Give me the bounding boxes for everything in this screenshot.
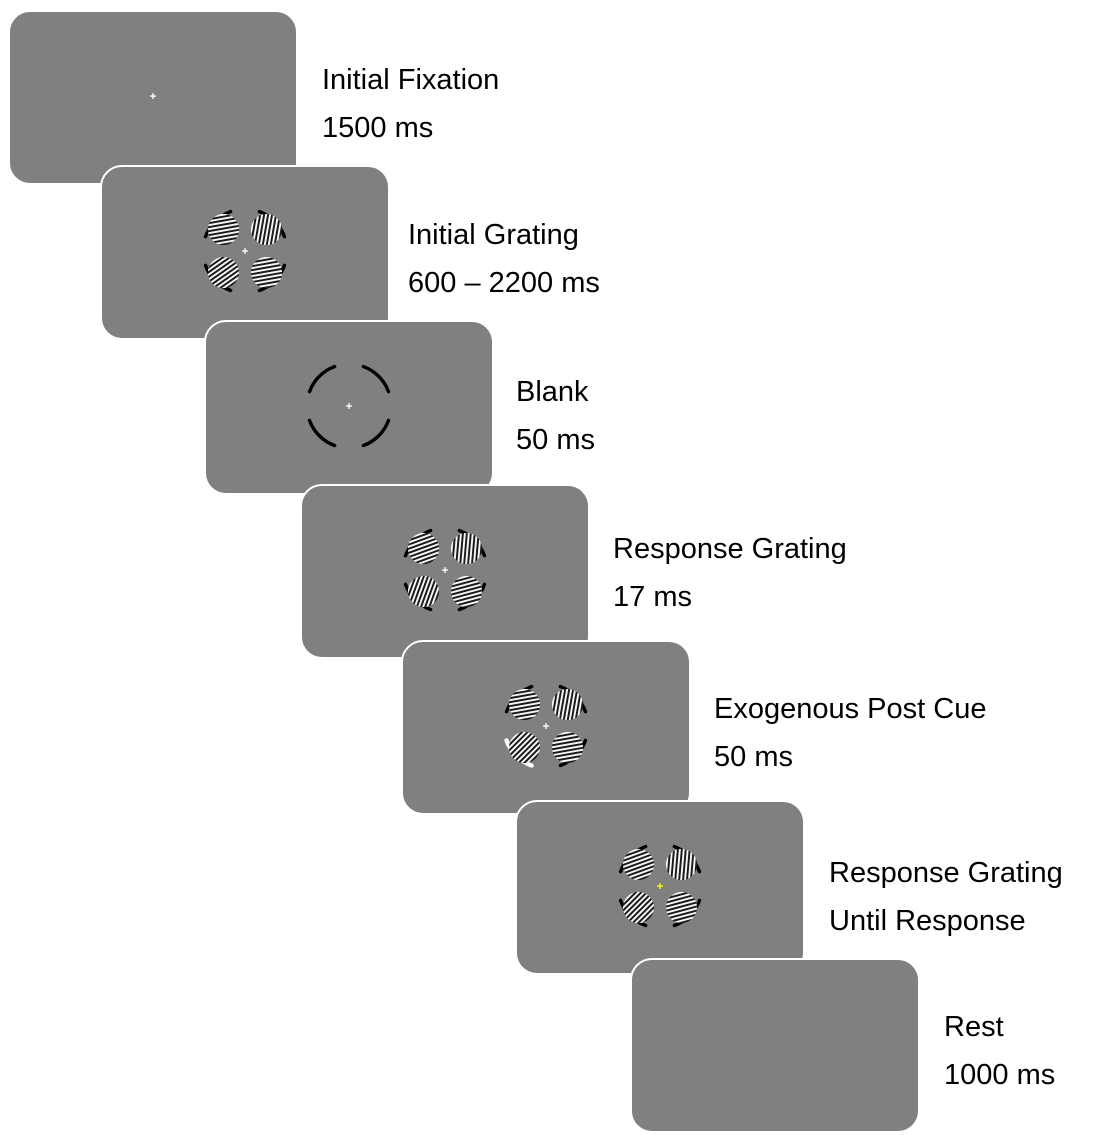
frame-7-label: Rest 1000 ms: [944, 1003, 1055, 1099]
frame-7-title: Rest: [944, 1011, 1004, 1043]
frame-1-stimulus: [150, 93, 156, 99]
frame-5-screen: [401, 640, 691, 815]
frame-2-duration: 600 – 2200 ms: [408, 267, 600, 299]
grating-bottom-right: [665, 891, 698, 924]
fixation-cross: [657, 883, 663, 889]
grating-bottom-right: [450, 575, 483, 608]
grating-top-left: [508, 688, 541, 721]
frame-5-stimulus: [504, 684, 588, 768]
frame-1-label: Initial Fixation 1500 ms: [322, 56, 499, 152]
frame-5-duration: 50 ms: [714, 741, 793, 773]
frame-2-title: Initial Grating: [408, 219, 579, 251]
frame-6-stimulus: [618, 844, 702, 928]
grating-top-left: [622, 848, 655, 881]
frame-4-duration: 17 ms: [613, 581, 692, 613]
frame-6-screen: [515, 800, 805, 975]
grating-bottom-left: [207, 256, 240, 289]
frame-2-stimulus: [203, 209, 287, 293]
frame-6-label: Response Grating Until Response: [829, 849, 1063, 945]
placeholder-arc-bottom-right: [361, 418, 391, 448]
fixation-cross: [150, 93, 156, 99]
fixation-cross: [242, 248, 248, 254]
grating-top-left: [407, 532, 440, 565]
grating-bottom-left: [407, 575, 440, 608]
frame-3-duration: 50 ms: [516, 424, 595, 456]
frame-3-title: Blank: [516, 376, 589, 408]
frame-4-screen: [300, 484, 590, 659]
placeholder-arc-bottom-left: [307, 418, 337, 448]
grating-bottom-right: [250, 256, 283, 289]
frame-4-title: Response Grating: [613, 533, 847, 565]
frame-4-label: Response Grating 17 ms: [613, 525, 847, 621]
grating-bottom-right: [551, 731, 584, 764]
frame-5-title: Exogenous Post Cue: [714, 693, 987, 725]
frame-7-screen: [630, 958, 920, 1133]
frame-1-screen: [8, 10, 298, 185]
fixation-cross: [442, 567, 448, 573]
grating-top-right: [250, 213, 283, 246]
frame-5-label: Exogenous Post Cue 50 ms: [714, 685, 986, 781]
frame-3-label: Blank 50 ms: [516, 368, 595, 464]
frame-2-screen: [100, 165, 390, 340]
frame-1-title: Initial Fixation: [322, 64, 500, 96]
frame-4-stimulus: [403, 528, 487, 612]
frame-7-stimulus: [632, 960, 918, 1131]
placeholder-arc-top-right: [361, 364, 391, 394]
frame-6-duration: Until Response: [829, 905, 1026, 937]
fixation-cross: [543, 723, 549, 729]
frame-1-duration: 1500 ms: [322, 112, 434, 144]
grating-top-right: [551, 688, 584, 721]
frame-3-stimulus: [307, 364, 391, 448]
frame-7-duration: 1000 ms: [944, 1059, 1056, 1091]
fixation-cross: [346, 403, 352, 409]
frame-2-label: Initial Grating 600 – 2200 ms: [408, 211, 600, 307]
frame-6-title: Response Grating: [829, 857, 1063, 889]
placeholder-arc-top-left: [307, 364, 337, 394]
frame-3-screen: [204, 320, 494, 495]
